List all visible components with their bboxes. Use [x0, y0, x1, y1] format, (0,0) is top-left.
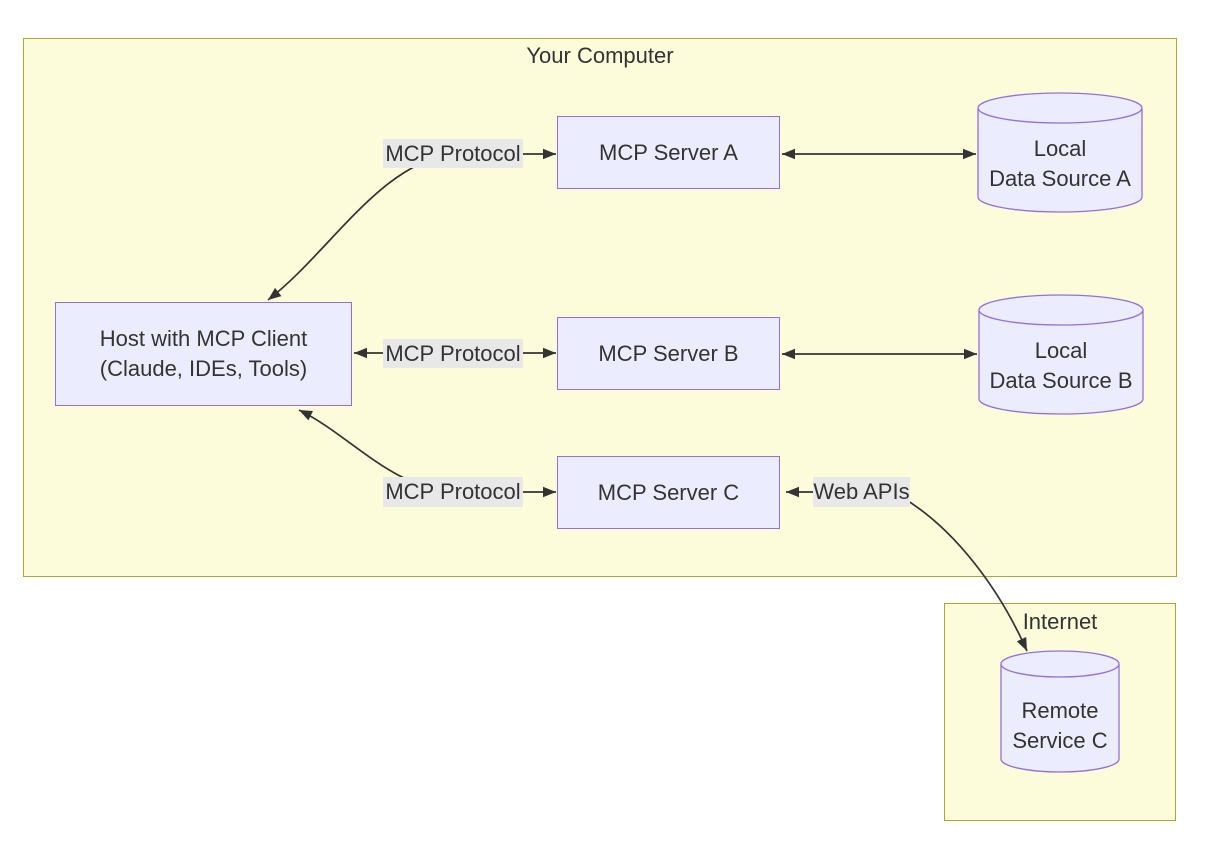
arrowhead-into-remote-service-icon [1016, 637, 1027, 651]
cylinder-body [1000, 664, 1120, 773]
host-label-line2: (Claude, IDEs, Tools) [99, 356, 308, 381]
mcp-server-b-node: MCP Server B [557, 317, 780, 390]
mcp-server-c-label: MCP Server C [597, 479, 740, 505]
mcp-server-c-node: MCP Server C [557, 456, 780, 529]
database-cylinder-icon [977, 92, 1143, 213]
cylinder-top [978, 294, 1144, 326]
arrowhead-into-host-right-icon [354, 347, 367, 359]
internet-cluster-title: Internet [1022, 609, 1098, 634]
arrowhead-into-server-c-icon [543, 486, 556, 498]
remote-service-c-node: Remote Service C [1000, 650, 1120, 773]
mcp-server-b-label: MCP Server B [598, 340, 739, 366]
edge-web-apis-remote-service [899, 495, 1028, 652]
arrowhead-into-host-top-icon [268, 287, 282, 300]
edge-host-server-a [267, 153, 556, 301]
arrowhead-into-data-source-a-icon [963, 148, 976, 160]
arrowhead-into-server-a-icon [543, 148, 556, 160]
arrowhead-into-data-source-b-icon [964, 348, 977, 360]
host-label-line1: Host with MCP Client [99, 326, 308, 351]
mcp-server-a-label: MCP Server A [599, 139, 738, 165]
edge-label-web-apis: Web APIs [813, 477, 910, 507]
remote-service-c-label-line1: Remote [1021, 698, 1099, 723]
arrowhead-into-server-c-right-icon [786, 486, 799, 498]
cylinder-top [977, 92, 1143, 124]
remote-service-c-label-line2: Service C [1012, 728, 1108, 753]
arrowhead-into-server-a-right-icon [782, 148, 795, 160]
edge-label-mcp-protocol-c: MCP Protocol [383, 477, 523, 507]
database-cylinder-icon [1000, 650, 1120, 773]
mcp-server-a-node: MCP Server A [557, 116, 780, 189]
cylinder-body [977, 108, 1143, 213]
local-data-source-a-node: Local Data Source A [977, 92, 1143, 213]
data-source-b-label-line1: Local [1034, 338, 1088, 363]
edge-label-mcp-protocol-b: MCP Protocol [383, 339, 523, 368]
edge-label-mcp-protocol-a: MCP Protocol [383, 139, 523, 168]
data-source-a-label-line2: Data Source A [989, 166, 1131, 191]
arrowhead-into-server-b-icon [543, 347, 556, 359]
arrowhead-into-host-bottom-icon [299, 410, 313, 421]
data-source-a-label-line1: Local [1033, 136, 1087, 161]
local-data-source-b-node: Local Data Source B [978, 294, 1144, 415]
cylinder-top [1000, 650, 1120, 678]
database-cylinder-icon [978, 294, 1144, 415]
arrowhead-into-server-b-right-icon [782, 348, 795, 360]
your-computer-cluster-title: Your Computer [526, 43, 674, 68]
cylinder-body [978, 310, 1144, 415]
data-source-b-label-line2: Data Source B [989, 368, 1133, 393]
host-node: Host with MCP Client (Claude, IDEs, Tool… [55, 302, 352, 406]
